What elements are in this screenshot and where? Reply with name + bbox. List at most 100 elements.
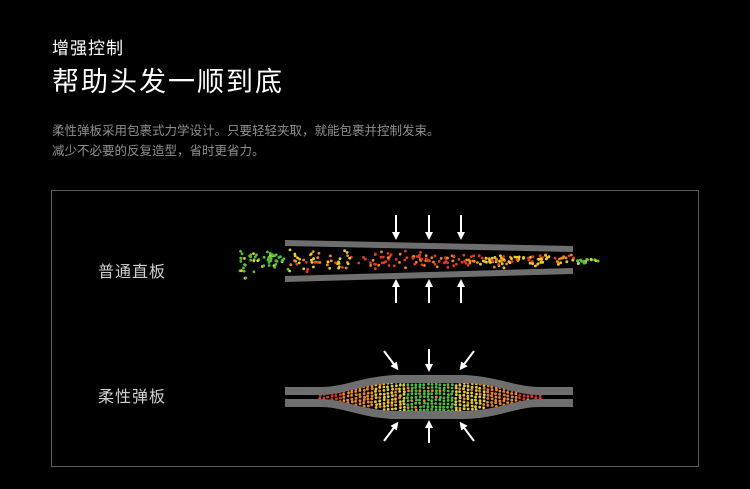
hair-particle xyxy=(341,265,344,269)
hair-particle xyxy=(379,392,382,396)
hair-particle xyxy=(442,399,446,403)
hair-particle xyxy=(374,393,378,396)
hair-particle xyxy=(567,254,571,258)
hair-particle xyxy=(534,264,537,268)
hair-particle xyxy=(390,384,394,388)
hair-particle xyxy=(507,260,511,264)
hair-particle xyxy=(270,253,274,257)
hair-particle xyxy=(432,260,435,264)
hair-particle xyxy=(431,405,434,408)
hair-particle xyxy=(369,264,372,267)
hair-particle xyxy=(486,400,489,404)
hair-particle xyxy=(350,390,354,394)
hair-particle xyxy=(443,383,446,387)
hair-particle xyxy=(490,397,494,401)
hair-particle xyxy=(506,401,510,404)
hair-particle xyxy=(564,256,568,260)
hair-particle xyxy=(262,264,266,268)
hair-particle xyxy=(399,406,402,409)
hair-particle xyxy=(398,394,402,397)
hair-particle xyxy=(433,254,437,258)
hair-particle xyxy=(451,259,455,263)
hair-particle xyxy=(510,398,514,402)
regular-plate-bottom xyxy=(285,268,573,282)
hair-particle xyxy=(370,391,374,395)
hair-particle xyxy=(378,402,382,406)
hair-particle xyxy=(346,394,350,398)
hair-particle xyxy=(498,396,501,399)
hair-particle xyxy=(423,264,426,267)
hair-particle xyxy=(414,386,417,389)
hair-particle xyxy=(585,257,589,261)
hair-particle xyxy=(430,399,434,402)
hair-particle xyxy=(406,403,410,406)
hair-particle xyxy=(302,267,306,271)
hair-particle xyxy=(370,400,373,404)
hair-particle xyxy=(544,254,547,257)
hair-particle xyxy=(398,252,402,256)
hair-particle xyxy=(478,399,482,402)
hair-particle xyxy=(434,402,437,405)
hair-particle xyxy=(403,258,407,262)
comparison-panel xyxy=(51,190,699,467)
hair-particle xyxy=(426,408,429,412)
hair-particle xyxy=(438,398,442,402)
hair-particle xyxy=(398,390,401,393)
hair-particle xyxy=(481,259,485,263)
hair-particle xyxy=(334,394,338,397)
hair-particle xyxy=(414,401,418,405)
hair-particle xyxy=(256,259,260,262)
hair-particle xyxy=(446,261,449,265)
hair-particle xyxy=(415,255,419,258)
hair-particle xyxy=(493,256,497,259)
hair-particle xyxy=(435,389,438,393)
hair-particle xyxy=(422,392,426,395)
hair-particle xyxy=(364,257,367,261)
hair-particle xyxy=(402,392,406,396)
hair-particle xyxy=(451,402,454,406)
hair-particle xyxy=(470,388,474,391)
hair-particle xyxy=(423,389,426,393)
hair-particle xyxy=(442,405,445,409)
hair-particle xyxy=(410,405,414,409)
hair-particle xyxy=(442,408,446,412)
hair-particle xyxy=(442,389,446,392)
hair-particle xyxy=(506,394,510,398)
hair-particle xyxy=(490,394,493,398)
hair-particle xyxy=(479,262,482,266)
hair-particle xyxy=(458,390,461,393)
flexible-plate-label: 柔性弹板 xyxy=(98,387,167,406)
hair-particle xyxy=(454,406,458,410)
hair-particle xyxy=(458,399,462,403)
hair-particle xyxy=(558,257,561,261)
hair-particle xyxy=(358,393,362,396)
hair-particle xyxy=(466,391,470,395)
hair-particle xyxy=(390,398,394,401)
hair-particle xyxy=(391,387,394,391)
hair-particle xyxy=(337,266,340,270)
hair-particle xyxy=(413,262,417,266)
hair-particle xyxy=(474,395,477,399)
hair-particle xyxy=(419,405,422,409)
hair-particle xyxy=(311,250,315,254)
hair-particle xyxy=(490,401,493,404)
hair-particle xyxy=(470,394,474,398)
hair-particle xyxy=(386,392,390,395)
hair-particle xyxy=(514,392,518,396)
hair-particle xyxy=(410,389,414,393)
hair-particle xyxy=(480,256,484,260)
hair-particle xyxy=(403,390,406,393)
hair-particle xyxy=(252,270,256,274)
hair-particle xyxy=(390,401,394,404)
hair-particle xyxy=(346,398,350,402)
hair-particle xyxy=(490,256,494,260)
hair-particle xyxy=(497,262,500,266)
hair-particle xyxy=(268,251,272,255)
hair-particle xyxy=(415,398,418,402)
hair-particle xyxy=(426,389,430,393)
hair-particle xyxy=(354,397,358,400)
hair-particle xyxy=(469,255,473,259)
hair-particle xyxy=(386,385,389,389)
hair-particle xyxy=(544,257,548,261)
